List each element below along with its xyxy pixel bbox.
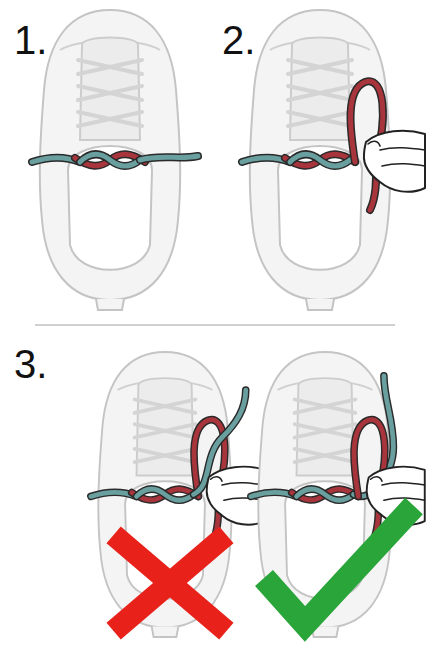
hand	[364, 131, 425, 192]
step-one-panel	[32, 10, 198, 310]
step-two-panel	[242, 10, 425, 310]
step-number: 1.	[14, 20, 47, 60]
right-panel	[251, 352, 425, 637]
step-number: 3.	[14, 344, 47, 384]
correct-mark	[264, 506, 414, 624]
step-number: 2.	[222, 20, 255, 60]
crossed-laces	[251, 489, 358, 500]
wrong-panel	[91, 352, 265, 637]
separator-line	[35, 325, 395, 326]
crossed-laces	[32, 154, 145, 166]
crossed-laces	[91, 489, 198, 500]
crossed-laces	[242, 154, 355, 166]
wrong-mark	[122, 542, 218, 624]
lace-end	[140, 156, 198, 160]
